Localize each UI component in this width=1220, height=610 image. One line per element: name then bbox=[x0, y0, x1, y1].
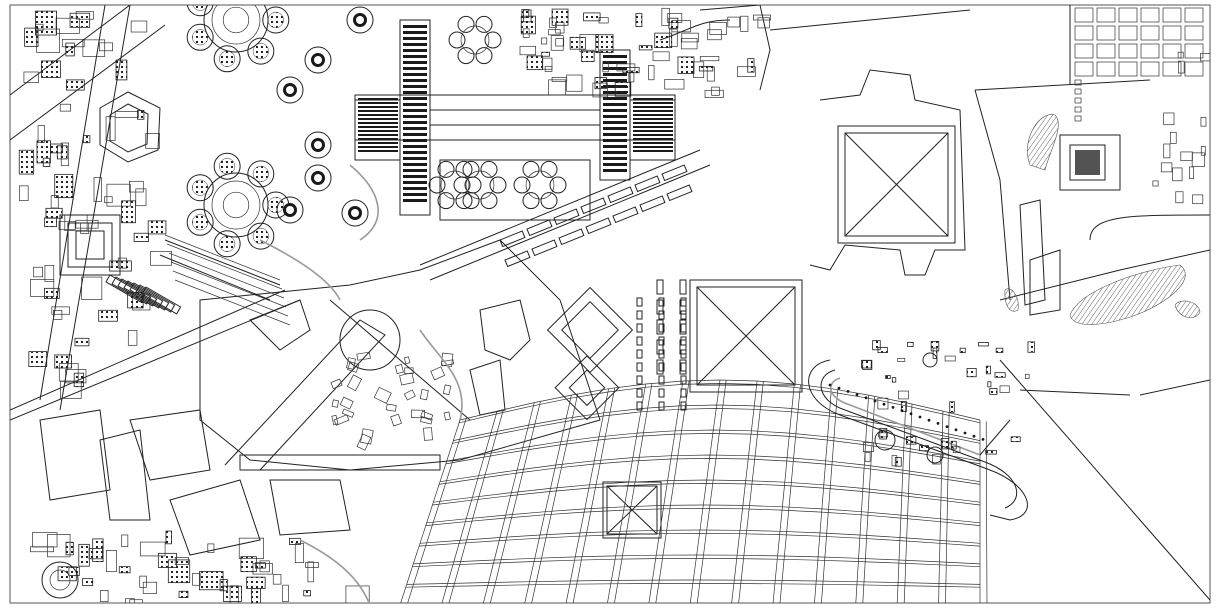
top-blocks bbox=[519, 5, 971, 98]
pyramid-medium[interactable] bbox=[689, 279, 803, 393]
stadium-oval[interactable] bbox=[808, 340, 1036, 521]
cross-shaped-palace[interactable] bbox=[354, 19, 676, 221]
small-square-plazas bbox=[546, 286, 634, 421]
central-plaza-blocks[interactable] bbox=[39, 239, 601, 556]
shaded-landforms bbox=[1004, 114, 1201, 325]
mesh-street-grid[interactable] bbox=[399, 379, 988, 608]
rotunda-clusters[interactable] bbox=[186, 0, 567, 258]
rectangle-wedge-buildings[interactable] bbox=[105, 149, 711, 315]
pyramid-large[interactable] bbox=[809, 69, 966, 276]
left-district-dense-blocks[interactable] bbox=[10, 5, 301, 421]
right-grid-district[interactable] bbox=[974, 5, 1213, 601]
grey-paths bbox=[259, 164, 379, 603]
site-border bbox=[9, 4, 1211, 604]
bottom-left-ruins bbox=[30, 530, 370, 603]
